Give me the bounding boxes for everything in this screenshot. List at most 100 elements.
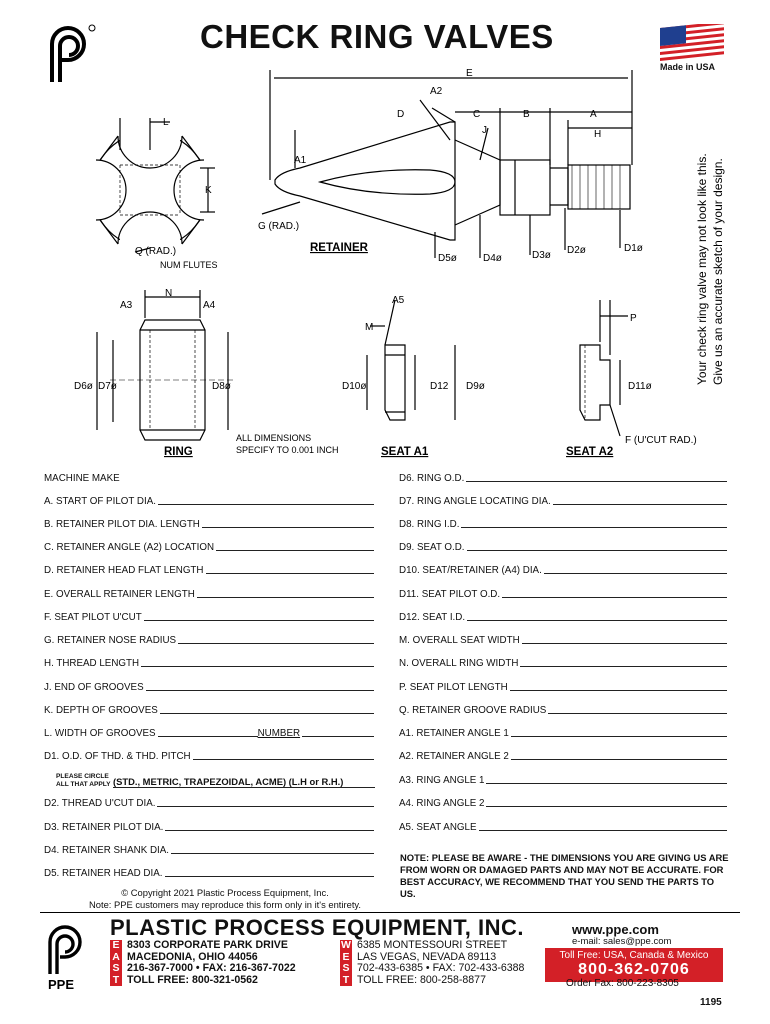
left-field-input[interactable] bbox=[178, 642, 374, 644]
left-field-input[interactable] bbox=[157, 735, 258, 737]
ppe-logo-icon bbox=[50, 24, 96, 82]
right-field-label: A5. SEAT ANGLE bbox=[399, 822, 477, 833]
left-field-row: D2. THREAD U'CUT DIA. bbox=[44, 798, 374, 809]
right-field-row: D7. RING ANGLE LOCATING DIA. bbox=[399, 496, 727, 507]
right-field-input[interactable] bbox=[461, 526, 727, 528]
right-field-label: D10. SEAT/RETAINER (A4) DIA. bbox=[399, 565, 542, 576]
email-link[interactable]: e-mail: sales@ppe.com bbox=[572, 936, 672, 947]
left-field-row: H. THREAD LENGTH bbox=[44, 658, 374, 669]
left-field-label: D2. THREAD U'CUT DIA. bbox=[44, 798, 156, 809]
page-title: CHECK RING VALVES bbox=[200, 18, 554, 55]
copyright-line: © Copyright 2021 Plastic Process Equipme… bbox=[121, 887, 329, 898]
dim-k: K bbox=[205, 185, 212, 196]
right-field-label: Q. RETAINER GROOVE RADIUS bbox=[399, 705, 547, 716]
right-field-input[interactable] bbox=[520, 665, 727, 667]
order-fax: Order Fax: 800-223-8305 bbox=[566, 978, 679, 989]
left-field-label: G. RETAINER NOSE RADIUS bbox=[44, 635, 177, 646]
dim-g: G (RAD.) bbox=[258, 221, 299, 232]
seat-a2-label: SEAT A2 bbox=[566, 446, 613, 458]
right-field-label: P. SEAT PILOT LENGTH bbox=[399, 682, 508, 693]
toll-free-label: Toll Free: USA, Canada & Mexico bbox=[559, 950, 709, 961]
right-field-input[interactable] bbox=[502, 596, 727, 598]
left-field-row: J. END OF GROOVES bbox=[44, 682, 374, 693]
left-field-row: D. RETAINER HEAD FLAT LENGTH bbox=[44, 565, 374, 576]
right-field-row: D12. SEAT I.D. bbox=[399, 612, 727, 623]
dim-e: E bbox=[466, 68, 473, 79]
right-field-input[interactable] bbox=[510, 758, 727, 760]
right-field-row: A5. SEAT ANGLE bbox=[399, 822, 727, 833]
right-field-input[interactable] bbox=[521, 642, 727, 644]
dim-q: Q (RAD.) bbox=[135, 246, 176, 257]
dim-p: P bbox=[630, 313, 637, 324]
left-field-row: G. RETAINER NOSE RADIUS bbox=[44, 635, 374, 646]
left-field-label: D3. RETAINER PILOT DIA. bbox=[44, 822, 164, 833]
right-field-input[interactable] bbox=[486, 805, 727, 807]
left-field-label: D5. RETAINER HEAD DIA. bbox=[44, 868, 163, 879]
right-field-row: A2. RETAINER ANGLE 2 bbox=[399, 751, 727, 762]
copyright: © Copyright 2021 Plastic Process Equipme… bbox=[60, 887, 390, 911]
left-field-label: D. RETAINER HEAD FLAT LENGTH bbox=[44, 565, 204, 576]
dim-a: A bbox=[590, 109, 597, 120]
right-field-input[interactable] bbox=[466, 549, 727, 551]
accuracy-note: NOTE: PLEASE BE AWARE - THE DIMENSIONS Y… bbox=[400, 852, 729, 899]
right-field-row: Q. RETAINER GROOVE RADIUS bbox=[399, 705, 727, 716]
left-field-label: K. DEPTH OF GROOVES bbox=[44, 705, 158, 716]
right-field-input[interactable] bbox=[509, 689, 727, 691]
left-field-input[interactable] bbox=[145, 689, 374, 691]
right-field-label: A3. RING ANGLE 1 bbox=[399, 775, 485, 786]
dim-d4: D4ø bbox=[483, 253, 502, 264]
left-field-input[interactable] bbox=[216, 549, 374, 551]
left-field-input[interactable] bbox=[192, 758, 374, 760]
right-field-input[interactable] bbox=[552, 503, 727, 505]
right-field-input[interactable] bbox=[467, 619, 727, 621]
left-field-label: D1. O.D. OF THD. & THD. PITCH bbox=[44, 751, 191, 762]
left-field-input[interactable] bbox=[164, 875, 374, 877]
left-field-input[interactable] bbox=[165, 829, 374, 831]
left-field-row: F. SEAT PILOT U'CUT bbox=[44, 612, 374, 623]
ring-drawing bbox=[96, 290, 235, 441]
right-field-label: D11. SEAT PILOT O.D. bbox=[399, 589, 501, 600]
right-field-input[interactable] bbox=[543, 572, 727, 574]
left-field-input[interactable] bbox=[205, 572, 374, 574]
left-field-label: F. SEAT PILOT U'CUT bbox=[44, 612, 142, 623]
left-field-input[interactable] bbox=[141, 665, 374, 667]
side-note-line-2: Give us an accurate sketch of your desig… bbox=[711, 158, 725, 385]
right-field-input[interactable] bbox=[510, 735, 727, 737]
side-note: Your check ring valve may not look like … bbox=[695, 153, 725, 385]
left-field-input[interactable] bbox=[302, 735, 374, 737]
left-field-input[interactable] bbox=[159, 712, 374, 714]
thread-options[interactable]: (STD., METRIC, TRAPEZOIDAL, ACME) (L.H o… bbox=[113, 776, 375, 788]
dim-a2: A2 bbox=[430, 86, 443, 97]
right-field-input[interactable] bbox=[466, 480, 727, 482]
dim-d3: D3ø bbox=[532, 250, 551, 261]
left-field-label: C. RETAINER ANGLE (A2) LOCATION bbox=[44, 542, 215, 553]
right-field-row: M. OVERALL SEAT WIDTH bbox=[399, 635, 727, 646]
right-field-input[interactable] bbox=[478, 829, 727, 831]
copyright-note-line: Note: PPE customers may reproduce this f… bbox=[88, 899, 362, 910]
retainer-drawing bbox=[261, 70, 633, 258]
right-field-label: D12. SEAT I.D. bbox=[399, 612, 466, 623]
dim-f: F (U'CUT RAD.) bbox=[625, 435, 697, 446]
left-field-row: D3. RETAINER PILOT DIA. bbox=[44, 822, 374, 833]
left-field-label: B. RETAINER PILOT DIA. LENGTH bbox=[44, 519, 200, 530]
all-dims-1: ALL DIMENSIONS bbox=[236, 433, 311, 443]
left-field-input[interactable] bbox=[196, 596, 374, 598]
right-field-label: N. OVERALL RING WIDTH bbox=[399, 658, 519, 669]
flute-cross-section bbox=[90, 118, 215, 253]
right-field-label: D7. RING ANGLE LOCATING DIA. bbox=[399, 496, 551, 507]
dim-d5: D5ø bbox=[438, 253, 457, 264]
website-link[interactable]: www.ppe.com bbox=[572, 922, 659, 937]
toll-free-box: Toll Free: USA, Canada & Mexico 800-362-… bbox=[545, 948, 723, 982]
dim-d1: D1ø bbox=[624, 243, 643, 254]
page-number: 1195 bbox=[700, 997, 722, 1008]
left-field-input[interactable] bbox=[157, 503, 374, 505]
left-field-input[interactable] bbox=[201, 526, 374, 528]
right-field-input[interactable] bbox=[548, 712, 727, 714]
left-field-input[interactable] bbox=[171, 852, 374, 854]
left-field-input[interactable] bbox=[157, 805, 374, 807]
left-field-input[interactable] bbox=[143, 619, 374, 621]
right-field-input[interactable] bbox=[486, 782, 727, 784]
right-field-label: D9. SEAT O.D. bbox=[399, 542, 465, 553]
dim-d12: D12 bbox=[430, 381, 449, 392]
